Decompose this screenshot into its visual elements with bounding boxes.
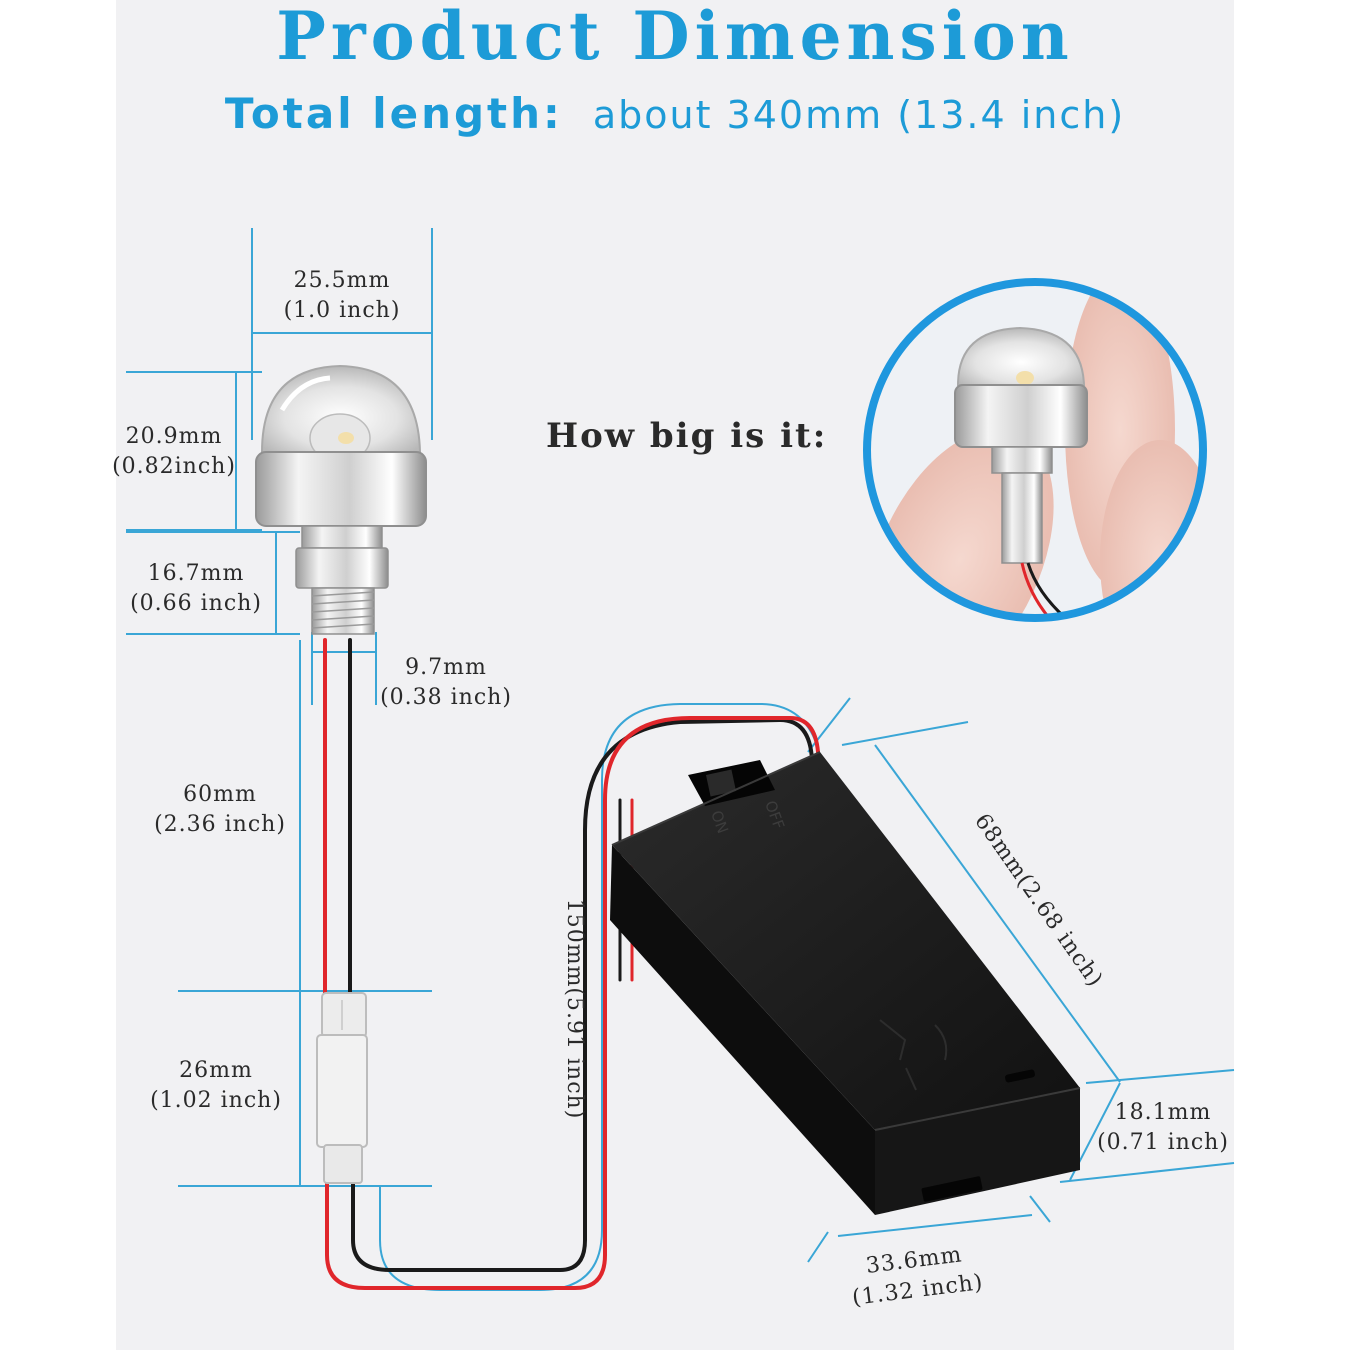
- dim-led-width: 25.5mm (1.0 inch): [283, 268, 401, 323]
- dim-wire-lower: 150mm(5.91 inch): [562, 898, 587, 1120]
- dim-led-height: 20.9mm (0.82inch): [112, 424, 236, 479]
- total-length-label: Total length:: [224, 89, 563, 138]
- led-light: [255, 364, 427, 635]
- dim-connector: 26mm (1.02 inch): [150, 1058, 282, 1113]
- inset-ring: [863, 278, 1207, 622]
- dim-box-height: 18.1mm (0.71 inch): [1097, 1100, 1229, 1155]
- dim-wire-upper: 60mm (2.36 inch): [154, 782, 286, 837]
- total-length-value: about 340mm (13.4 inch): [592, 93, 1126, 137]
- inset-photo: [863, 278, 1207, 622]
- dim-thread-diameter: 9.7mm (0.38 inch): [380, 655, 512, 710]
- battery-box: [610, 751, 1081, 1215]
- connector-plug: [316, 992, 368, 1184]
- dim-thread-length: 16.7mm (0.66 inch): [130, 561, 262, 616]
- page-title: Product Dimension: [276, 0, 1074, 75]
- inset-caption: How big is it:: [546, 416, 828, 456]
- total-length: Total length: about 340mm (13.4 inch): [0, 88, 1350, 141]
- dimension-lines: [126, 228, 1235, 1291]
